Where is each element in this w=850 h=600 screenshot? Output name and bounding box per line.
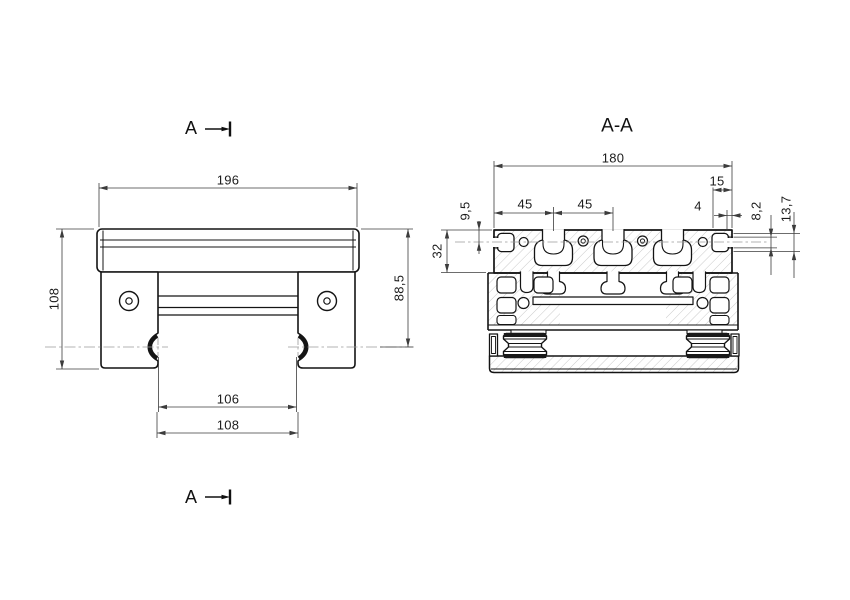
dim-label-section-slot-pitch-a: 45 xyxy=(515,196,535,212)
section-view-title: A-A xyxy=(601,115,633,137)
section-marker-bottom-label: A xyxy=(184,487,198,507)
dim-label-section-edge-gap: 4 xyxy=(692,198,704,214)
section-screw-icon xyxy=(577,235,589,247)
section-view-dimensions xyxy=(441,161,800,278)
dim-label-section-profile-height: 32 xyxy=(429,241,445,261)
dim-label-front-height-total: 108 xyxy=(46,285,62,313)
section-marker-top xyxy=(205,121,232,137)
dim-label-section-slot-center-depth: 9,5 xyxy=(457,199,473,223)
section-central-channel xyxy=(532,296,694,306)
dim-label-front-rail-inner: 106 xyxy=(214,391,242,407)
dim-label-section-slot-pitch-b: 45 xyxy=(575,196,595,212)
front-view xyxy=(96,228,360,369)
dim-label-section-total-width: 180 xyxy=(599,150,627,166)
front-view-dimensions xyxy=(56,183,413,438)
dim-label-front-width-top: 196 xyxy=(214,172,242,188)
section-arrow-icon xyxy=(221,126,230,132)
front-top-plate xyxy=(96,228,360,273)
section-right-end-slot xyxy=(711,232,730,253)
front-left-hole xyxy=(118,290,140,312)
front-right-hole xyxy=(316,290,338,312)
section-view xyxy=(487,229,740,374)
section-right-roller xyxy=(685,332,731,359)
dim-label-front-height-to-groove: 88,5 xyxy=(391,272,407,304)
section-marker-bottom xyxy=(205,489,232,505)
dim-label-section-end-offset: 15 xyxy=(707,173,727,189)
dim-label-section-slot-opening: 8,2 xyxy=(748,199,764,223)
section-screw-icon xyxy=(636,235,649,247)
section-left-end-slot xyxy=(496,232,515,253)
section-base-plate xyxy=(488,355,740,374)
front-right-groove xyxy=(297,333,309,361)
section-left-roller xyxy=(502,332,548,359)
section-marker-top-label: A xyxy=(184,118,198,138)
dim-label-front-rail-outer: 108 xyxy=(214,417,242,433)
dim-label-section-slot-width: 13,7 xyxy=(778,193,794,225)
section-arrow-icon xyxy=(221,494,230,500)
